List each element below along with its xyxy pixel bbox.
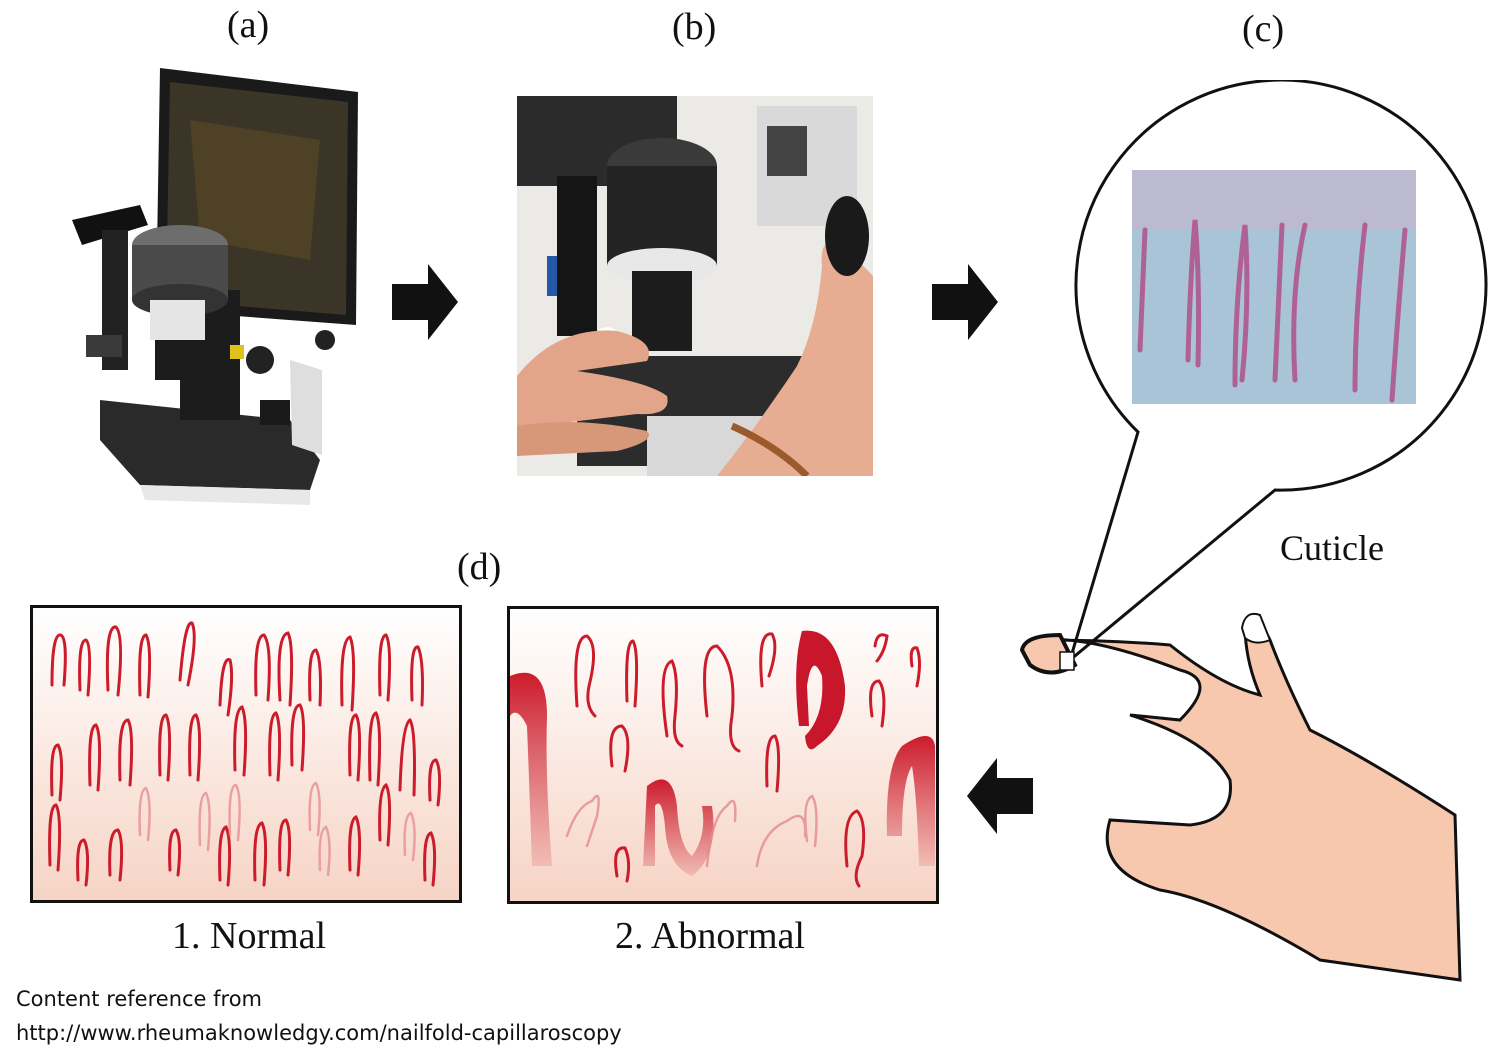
reference-line-1: Content reference from bbox=[16, 987, 263, 1011]
label-b: (b) bbox=[672, 6, 717, 48]
capillaroscope-device-image bbox=[60, 60, 370, 520]
abnormal-capillaries-panel bbox=[507, 606, 939, 904]
reference-url: http://www.rheumaknowledgy.com/nailfold-… bbox=[16, 1021, 622, 1045]
label-d: (d) bbox=[457, 546, 502, 588]
content-reference: Content reference from http://www.rheuma… bbox=[16, 982, 622, 1050]
arrow-left-icon bbox=[963, 756, 1033, 836]
normal-capillaries-panel bbox=[30, 605, 462, 903]
label-c: (c) bbox=[1242, 8, 1285, 50]
arrow-right-icon bbox=[392, 262, 462, 342]
arrow-right-icon bbox=[932, 262, 1002, 342]
examination-photo bbox=[517, 96, 873, 476]
label-a: (a) bbox=[227, 4, 270, 46]
callout-magnifier bbox=[1020, 80, 1492, 990]
normal-caption: 1. Normal bbox=[172, 915, 327, 957]
abnormal-caption: 2. Abnormal bbox=[615, 915, 805, 957]
cuticle-label: Cuticle bbox=[1280, 528, 1384, 568]
